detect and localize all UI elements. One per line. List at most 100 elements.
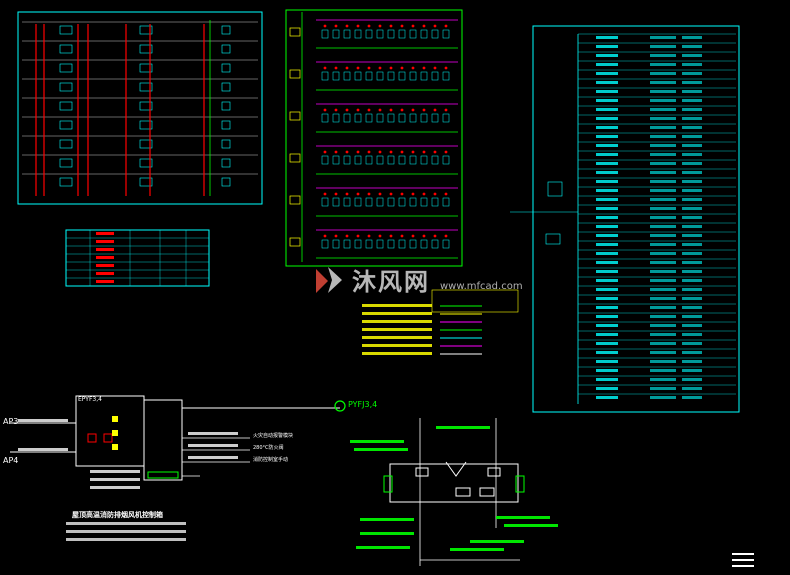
breaker-dot bbox=[367, 150, 371, 154]
breaker-dot bbox=[433, 24, 437, 28]
panel-title: EPYF3,4 bbox=[78, 396, 102, 403]
schedule-cell bbox=[596, 171, 618, 174]
schedule-cell bbox=[596, 378, 618, 381]
breaker-dot bbox=[444, 192, 448, 196]
schedule-cell bbox=[650, 324, 676, 327]
table-mark bbox=[96, 280, 114, 283]
annotation-mark bbox=[18, 419, 68, 422]
ap3-label: AP3 bbox=[3, 417, 19, 426]
breaker bbox=[442, 239, 450, 249]
schedule-cell bbox=[682, 261, 702, 264]
schedule-cell bbox=[682, 90, 702, 93]
schedule-device bbox=[547, 181, 563, 197]
schedule-cell bbox=[682, 360, 702, 363]
breaker-dot bbox=[334, 66, 338, 70]
breaker bbox=[365, 29, 373, 39]
breaker-dot bbox=[345, 234, 349, 238]
breaker bbox=[321, 71, 329, 81]
schedule-device bbox=[545, 233, 561, 245]
breaker bbox=[376, 155, 384, 165]
breaker-dot bbox=[367, 66, 371, 70]
breaker-dot bbox=[422, 192, 426, 196]
schedule-cell bbox=[596, 234, 618, 237]
annotation-mark bbox=[90, 478, 140, 481]
breaker bbox=[442, 113, 450, 123]
schedule-cell bbox=[650, 99, 676, 102]
schedule-cell bbox=[650, 378, 676, 381]
riser-box bbox=[139, 139, 153, 149]
menu-icon[interactable] bbox=[732, 553, 754, 571]
riser-box bbox=[221, 158, 231, 168]
schedule-cell bbox=[682, 189, 702, 192]
riser-box bbox=[221, 25, 231, 35]
table-mark bbox=[96, 272, 114, 275]
breaker bbox=[387, 71, 395, 81]
schedule-cell bbox=[596, 270, 618, 273]
breaker-dot bbox=[334, 24, 338, 28]
riser-box bbox=[59, 120, 73, 130]
schedule-cell bbox=[682, 288, 702, 291]
schedule-cell bbox=[682, 270, 702, 273]
breaker-dot bbox=[356, 150, 360, 154]
breaker bbox=[387, 113, 395, 123]
schedule-cell bbox=[682, 324, 702, 327]
breaker bbox=[442, 71, 450, 81]
breaker bbox=[343, 29, 351, 39]
breaker-dot bbox=[378, 24, 382, 28]
breaker bbox=[354, 71, 362, 81]
breaker-dot bbox=[400, 234, 404, 238]
dimension-mark bbox=[470, 540, 524, 543]
breaker-dot bbox=[389, 108, 393, 112]
breaker bbox=[442, 197, 450, 207]
riser-box bbox=[221, 82, 231, 92]
breaker bbox=[332, 71, 340, 81]
breaker-dot bbox=[323, 192, 327, 196]
schedule-cell bbox=[650, 81, 676, 84]
breaker bbox=[409, 29, 417, 39]
breaker bbox=[365, 71, 373, 81]
breaker bbox=[398, 71, 406, 81]
breaker-dot bbox=[400, 66, 404, 70]
schedule-cell bbox=[650, 90, 676, 93]
breaker bbox=[376, 71, 384, 81]
schedule-cell bbox=[682, 180, 702, 183]
schedule-cell bbox=[596, 342, 618, 345]
schedule-cell bbox=[596, 306, 618, 309]
breaker bbox=[398, 29, 406, 39]
schedule-cell bbox=[596, 108, 618, 111]
schedule-cell bbox=[650, 270, 676, 273]
schedule-cell bbox=[650, 252, 676, 255]
dimension-mark bbox=[360, 518, 414, 521]
feeder-box bbox=[289, 237, 301, 247]
schedule-cell bbox=[650, 234, 676, 237]
table-mark bbox=[96, 256, 114, 259]
schedule-cell bbox=[596, 279, 618, 282]
schedule-cell bbox=[682, 63, 702, 66]
schedule-cell bbox=[596, 369, 618, 372]
breaker-dot bbox=[356, 108, 360, 112]
annotation-mark bbox=[188, 444, 238, 447]
schedule-cell bbox=[596, 144, 618, 147]
riser-box bbox=[59, 63, 73, 73]
breaker bbox=[431, 71, 439, 81]
schedule-cell bbox=[650, 369, 676, 372]
terminal-1: 火灾自动报警模块 bbox=[253, 433, 294, 439]
schedule-cell bbox=[596, 360, 618, 363]
breaker-dot bbox=[422, 108, 426, 112]
breaker bbox=[343, 155, 351, 165]
table-mark bbox=[96, 248, 114, 251]
breaker bbox=[365, 197, 373, 207]
breaker bbox=[354, 239, 362, 249]
legend-table bbox=[65, 229, 210, 287]
breaker-dot bbox=[411, 150, 415, 154]
breaker-dot bbox=[323, 24, 327, 28]
schedule-cell bbox=[650, 153, 676, 156]
schedule-cell bbox=[650, 288, 676, 291]
breaker bbox=[343, 197, 351, 207]
breaker-dot bbox=[411, 24, 415, 28]
breaker-dot bbox=[356, 192, 360, 196]
table-mark bbox=[96, 240, 114, 243]
schedule-cell bbox=[596, 189, 618, 192]
schedule-cell bbox=[596, 297, 618, 300]
schedule-cell bbox=[650, 225, 676, 228]
